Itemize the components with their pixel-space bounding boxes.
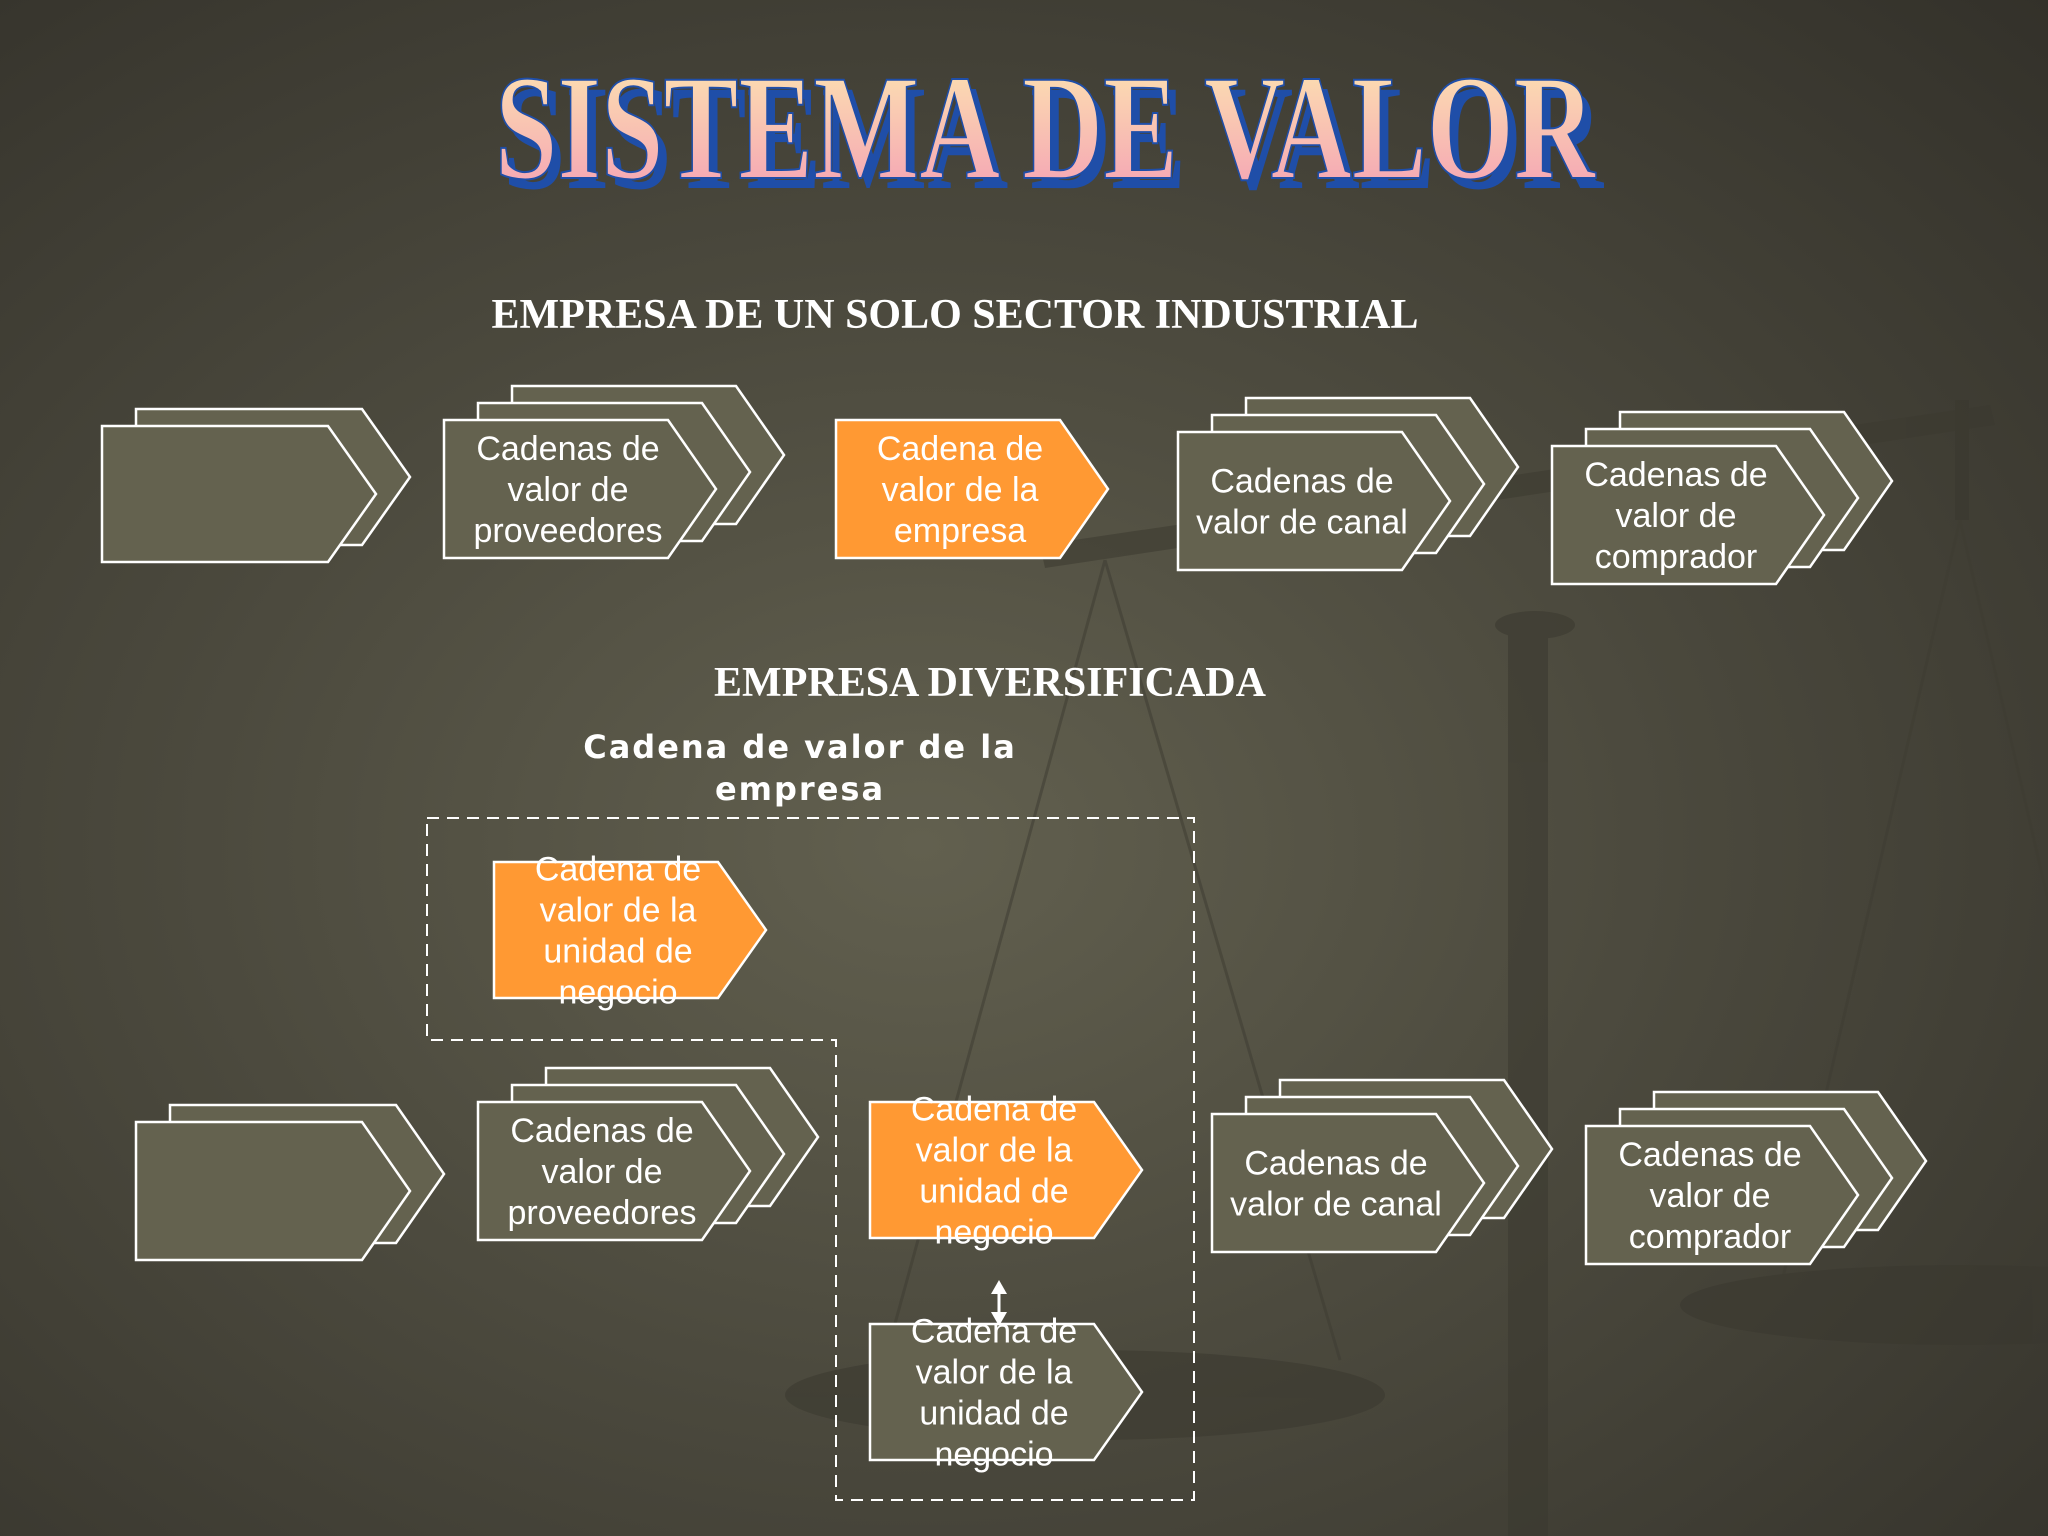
business-unit-box-highlight-label-line-1: Cadena de <box>911 1091 1077 1129</box>
diversified-heading: EMPRESA DIVERSIFICADA <box>714 660 1267 706</box>
suppliers-box-top-label-line-3: proveedores <box>473 512 662 550</box>
buyer-box-bottom <box>1584 1124 1860 1266</box>
business-unit-box-lower-label-line-1: Cadena de <box>911 1313 1077 1351</box>
single-sector-heading: EMPRESA DE UN SOLO SECTOR INDUSTRIAL <box>492 292 1419 338</box>
page-title: SISTEMA DE VALOR SISTEMA DE VALOR <box>494 44 1604 221</box>
suppliers-box-bottom-label-line-1: Cadenas de <box>510 1112 693 1150</box>
channel-box-bottom <box>1210 1112 1486 1254</box>
business-unit-box-lower-label-line-2: valor de la <box>916 1354 1073 1392</box>
buyer-box-bottom-label-line-2: valor de <box>1650 1177 1771 1215</box>
double-arrow-icon <box>991 1280 1007 1326</box>
business-unit-box-highlight-label-line-3: unidad de <box>919 1173 1068 1211</box>
business-unit-box-upper-label-line-4: negocio <box>558 974 677 1012</box>
suppliers-box-top-label-line-1: Cadenas de <box>476 430 659 468</box>
buyer-box-top-label-line-2: valor de <box>1616 497 1737 535</box>
company-box-top <box>834 418 1110 560</box>
business-unit-box-highlight-label-line-2: valor de la <box>916 1132 1073 1170</box>
business-unit-box-upper-label-line-2: valor de la <box>540 892 697 930</box>
page-title-shadow: SISTEMA DE VALOR <box>503 55 1604 221</box>
suppliers-box-bottom <box>476 1100 752 1242</box>
enterprise-dashed-outline <box>426 817 1195 1501</box>
business-unit-box-highlight-label-line-4: negocio <box>934 1214 1053 1252</box>
business-unit-box-highlight <box>868 1100 1144 1240</box>
buyer-box-top <box>1550 444 1826 586</box>
buyer-box-bottom-label-line-1: Cadenas de <box>1618 1136 1801 1174</box>
suppliers-box-top <box>442 418 718 560</box>
enterprise-group-label-line2: empresa <box>715 770 885 808</box>
suppliers-box-top-label-line-2: valor de <box>508 471 629 509</box>
buyer-box-top-label-line-3: comprador <box>1595 538 1758 576</box>
buyer-box-bottom-label-line-3: comprador <box>1629 1218 1792 1256</box>
enterprise-group-label-line1: Cadena de valor de la <box>583 728 1017 766</box>
suppliers-box-bottom-label-line-3: proveedores <box>507 1194 696 1232</box>
business-unit-box-upper <box>492 860 768 1000</box>
suppliers-box-bottom-label-line-2: valor de <box>542 1153 663 1191</box>
company-box-top-label-line-3: empresa <box>894 512 1026 550</box>
business-unit-box-lower-label-line-3: unidad de <box>919 1395 1068 1433</box>
page-title-text: SISTEMA DE VALOR <box>495 45 1596 211</box>
business-unit-box-lower <box>868 1322 1144 1462</box>
business-unit-box-lower-label-line-4: negocio <box>934 1436 1053 1474</box>
channel-box-top <box>1176 430 1452 572</box>
company-box-top-label-line-1: Cadena de <box>877 430 1043 468</box>
channel-box-bottom-label-line-1: Cadenas de <box>1244 1145 1427 1183</box>
company-box-top-label-line-2: valor de la <box>882 471 1039 509</box>
channel-box-top-label-line-2: valor de canal <box>1196 504 1408 542</box>
channel-box-top-label-line-1: Cadenas de <box>1210 463 1393 501</box>
empty-chain-box-top <box>100 424 378 564</box>
buyer-box-top-label-line-1: Cadenas de <box>1584 456 1767 494</box>
business-unit-box-upper-label-line-3: unidad de <box>543 933 692 971</box>
empty-chain-box-bottom <box>134 1120 412 1262</box>
channel-box-bottom-label-line-2: valor de canal <box>1230 1186 1442 1224</box>
business-unit-box-upper-label-line-1: Cadena de <box>535 851 701 889</box>
